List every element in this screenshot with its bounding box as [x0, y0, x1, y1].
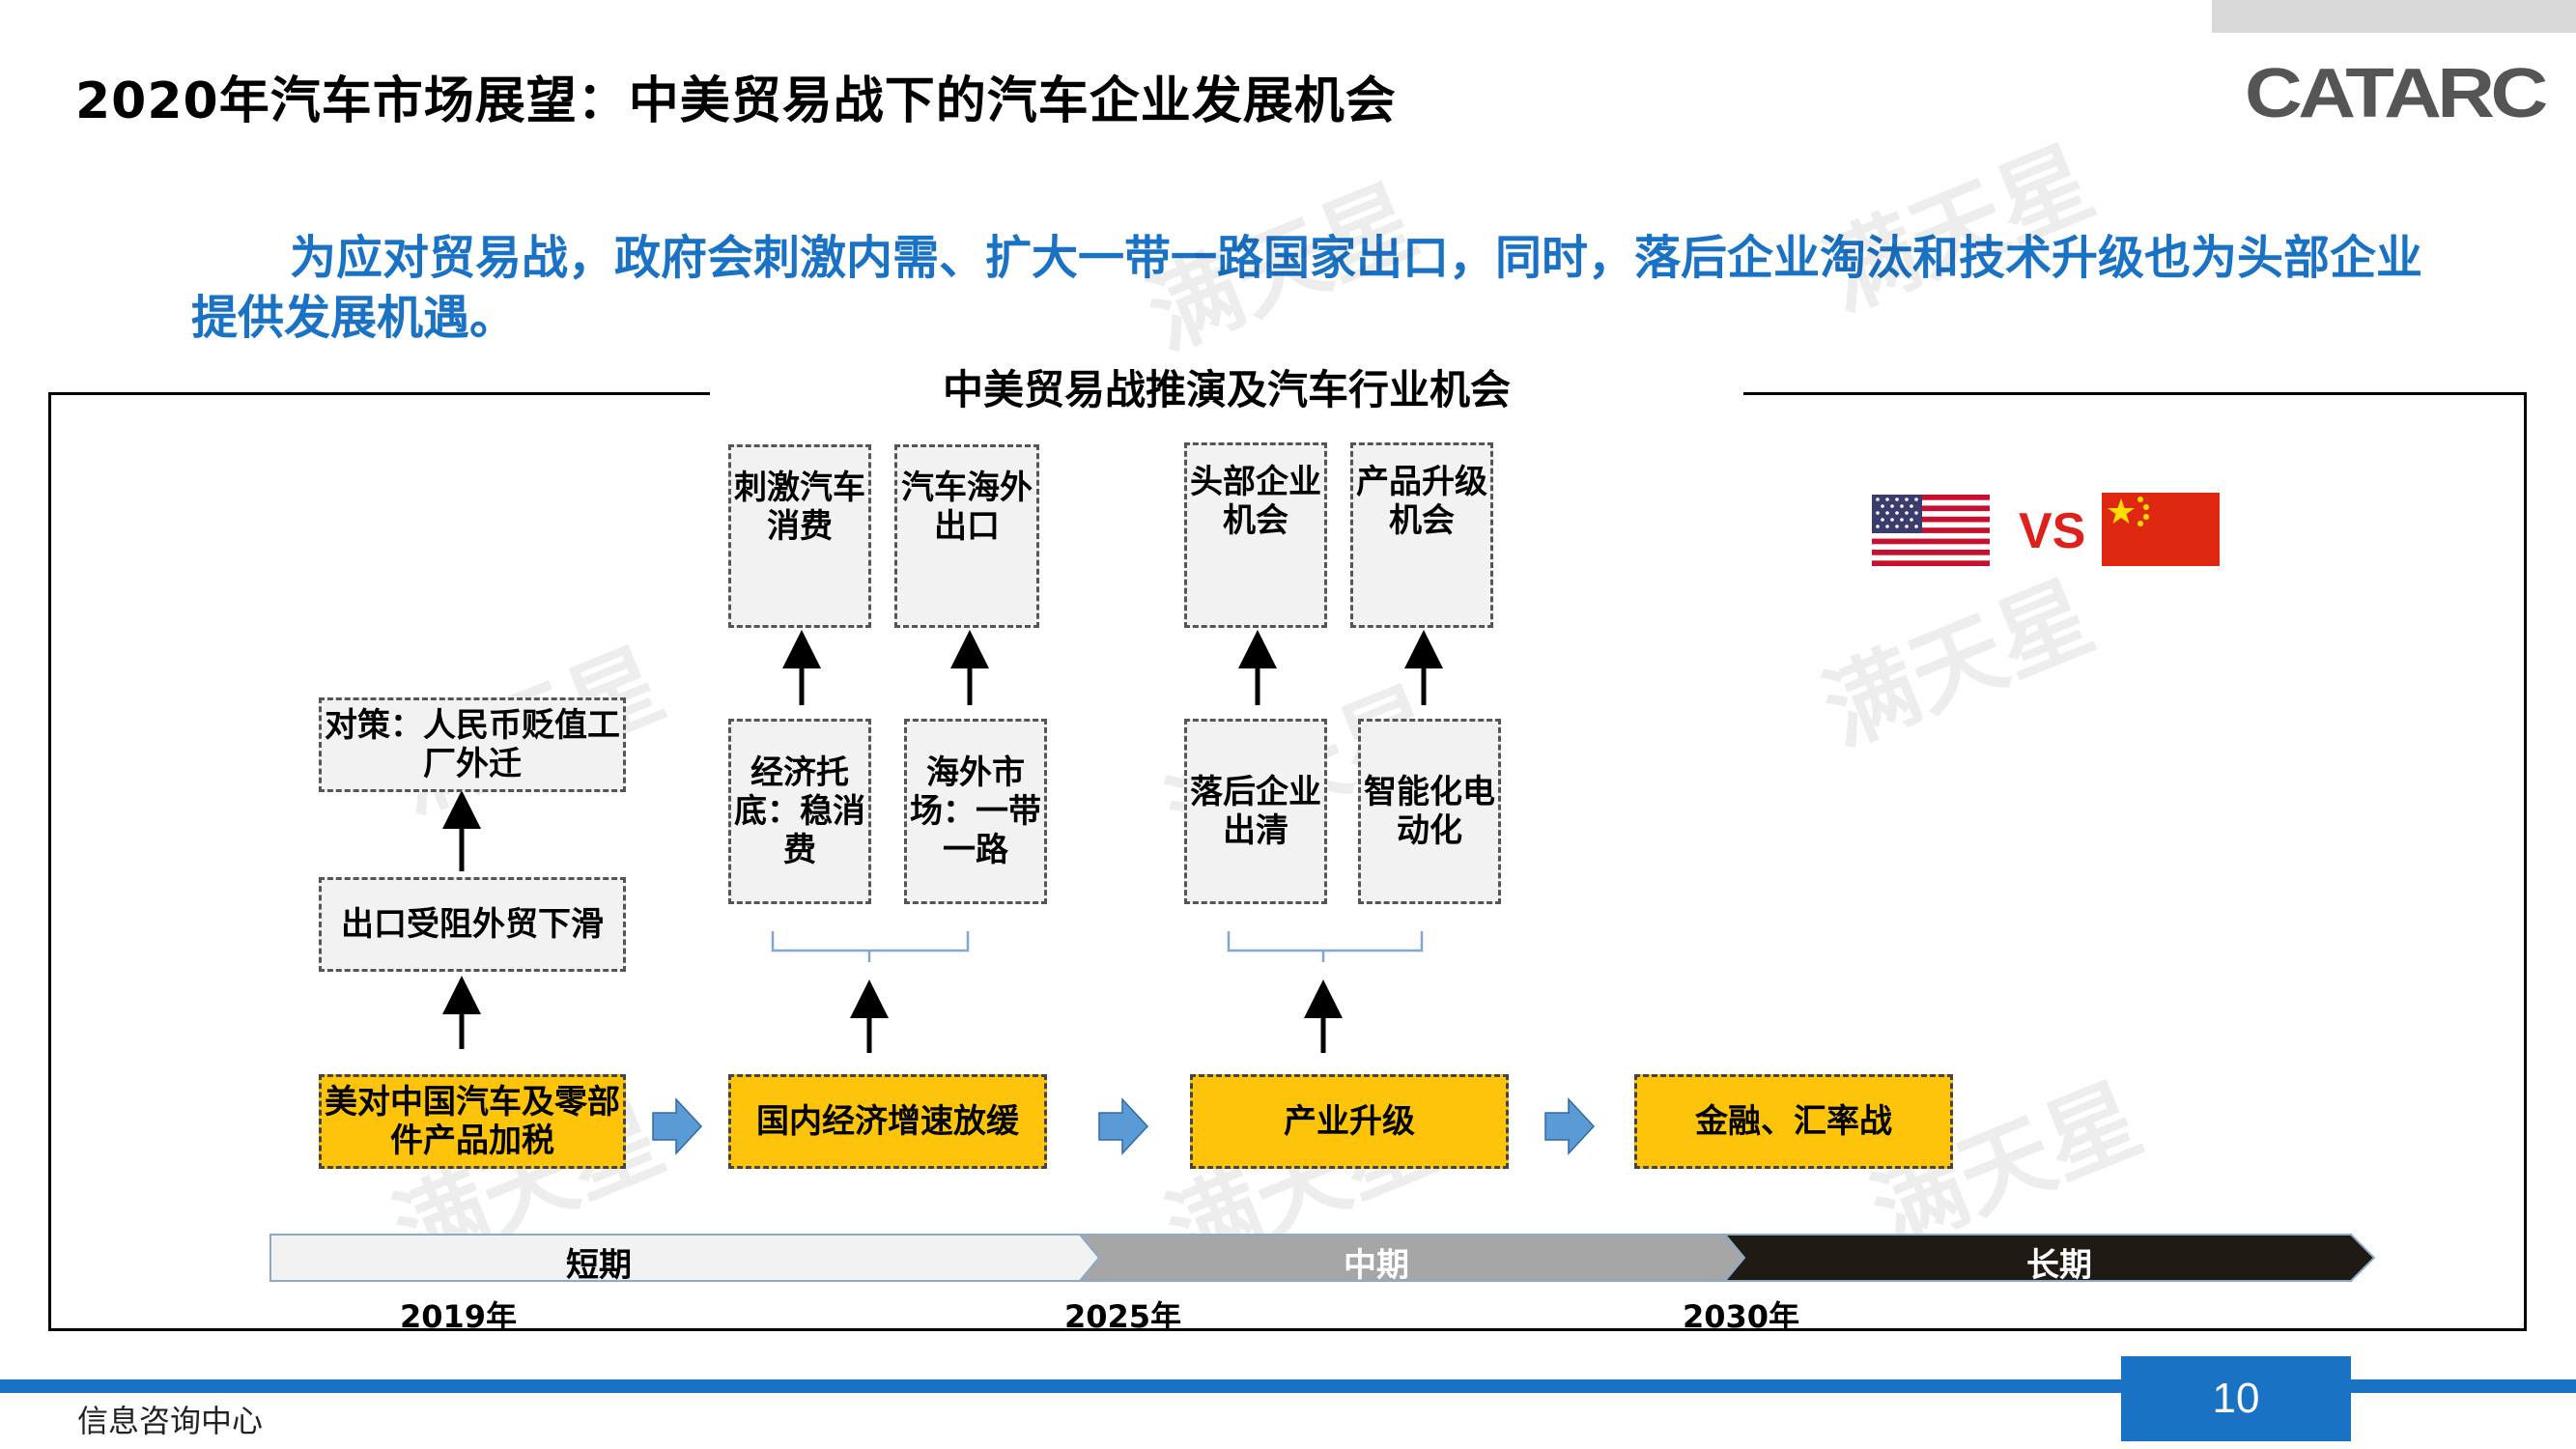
- vs-label: VS: [2019, 503, 2086, 559]
- flow-arrow-icon: [1098, 1097, 1149, 1155]
- flow-box-industry-upgrade: 产业升级: [1190, 1074, 1509, 1169]
- top-gray-bar: [2212, 0, 2576, 33]
- china-flag-icon: [2102, 493, 2220, 566]
- box-economic-support: 经济托底：稳消费: [728, 719, 871, 904]
- period-mid: 中期: [1344, 1246, 1409, 1285]
- bracket: [1227, 931, 1424, 952]
- bracket: [771, 931, 970, 952]
- flow-box-economy-slowdown: 国内经济增速放缓: [728, 1074, 1047, 1169]
- box-belt-road: 海外市场：一带一路: [904, 719, 1047, 904]
- catarc-logo: CATARC: [2245, 55, 2548, 132]
- flow-box-finance-war: 金融、汇率战: [1634, 1074, 1953, 1169]
- timeline-short: [269, 1234, 1101, 1282]
- diagram-title: 中美贸易战推演及汽车行业机会: [942, 366, 1511, 413]
- timeline-long: [1722, 1234, 2376, 1282]
- flow-arrow-icon: [1544, 1097, 1596, 1155]
- page-title: 2020年汽车市场展望：中美贸易战下的汽车企业发展机会: [75, 72, 1397, 130]
- box-overseas-export: 汽车海外出口: [894, 444, 1039, 628]
- box-export-blocked: 出口受阻外贸下滑: [319, 877, 626, 972]
- year-2030: 2030年: [1683, 1298, 1800, 1335]
- year-2025: 2025年: [1064, 1298, 1182, 1335]
- flow-arrow-icon: [652, 1097, 703, 1155]
- period-short: 短期: [566, 1246, 632, 1285]
- page-number: 10: [2121, 1356, 2351, 1441]
- period-long: 长期: [2026, 1246, 2092, 1285]
- flow-box-tariff: 美对中国汽车及零部件产品加税: [319, 1074, 626, 1169]
- box-countermeasure: 对策：人民币贬值工厂外迁: [319, 697, 626, 792]
- box-product-upgrade: 产品升级机会: [1350, 442, 1493, 628]
- box-laggard-exit: 落后企业出清: [1184, 719, 1327, 904]
- footer-bar: [0, 1379, 2576, 1393]
- us-flag-icon: [1872, 495, 1990, 566]
- subtitle-text: 为应对贸易战，政府会刺激内需、扩大一带一路国家出口，同时，落后企业淘汰和技术升级…: [191, 231, 2423, 345]
- frame-title-gap: [710, 384, 1743, 400]
- year-2019: 2019年: [400, 1298, 518, 1335]
- box-leading-enterprise: 头部企业机会: [1184, 442, 1327, 628]
- box-smart-electric: 智能化电动化: [1358, 719, 1501, 904]
- footer-dept: 信息咨询中心: [77, 1403, 264, 1439]
- box-stimulate-consumption: 刺激汽车消费: [728, 444, 871, 628]
